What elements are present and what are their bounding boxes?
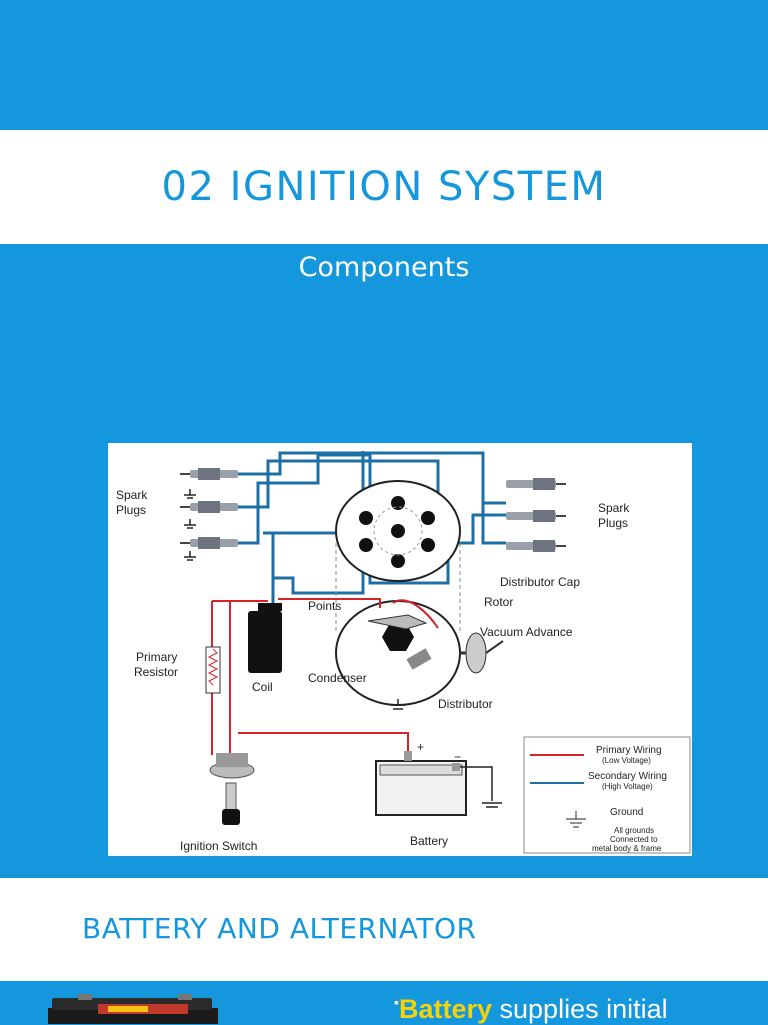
label-spark-plugs-left-2: Plugs: [116, 503, 146, 517]
label-rotor: Rotor: [484, 595, 513, 609]
label-primary-resistor-1: Primary: [136, 650, 177, 664]
title-band: 02 IGNITION SYSTEM: [0, 130, 768, 244]
distributor-cap: [335, 480, 461, 582]
legend-ground-note-1: All grounds: [614, 826, 654, 835]
label-distributor-cap: Distributor Cap: [500, 575, 580, 589]
spark-plug-left-1: [180, 468, 238, 480]
spark-plug-right-1: [506, 478, 566, 490]
label-ignition-switch: Ignition Switch: [180, 839, 257, 853]
label-minus: −: [454, 750, 461, 764]
label-battery: Battery: [410, 834, 448, 848]
spark-plug-left-3: [180, 537, 238, 549]
spark-plug-right-2: [506, 510, 566, 522]
label-spark-plugs-right-2: Plugs: [598, 516, 628, 530]
coil: [248, 603, 282, 673]
label-spark-plugs-right-1: Spark: [598, 501, 630, 515]
label-vacuum-advance: Vacuum Advance: [480, 625, 573, 639]
label-primary-resistor-2: Resistor: [134, 665, 178, 679]
legend-ground: Ground: [610, 807, 643, 818]
label-plus: +: [417, 740, 424, 754]
spark-plug-right-3: [506, 540, 566, 552]
bullet-text: ▪Battery supplies initial: [394, 994, 668, 1025]
section-title: BATTERY AND ALTERNATOR: [82, 912, 477, 945]
label-condenser: Condenser: [308, 671, 367, 685]
page-title: 02 IGNITION SYSTEM: [161, 164, 607, 210]
section-band: [0, 878, 768, 981]
bullet-highlight: Battery: [398, 994, 493, 1024]
top-band: [0, 0, 768, 130]
vacuum-advance: [460, 632, 504, 674]
legend-ground-note-2: Connected to: [610, 835, 658, 844]
diagram-svg: Spark Plugs Spark Plugs Distributor Cap …: [116, 451, 691, 854]
page-subtitle: Components: [298, 252, 470, 283]
legend-secondary-wiring: Secondary Wiring: [588, 771, 667, 782]
bullet-marker: ▪: [394, 994, 399, 1010]
spark-plug-left-2: [180, 501, 238, 513]
ignition-system-diagram: Spark Plugs Spark Plugs Distributor Cap …: [108, 443, 692, 856]
ignition-switch: [209, 753, 255, 825]
bullet-body: supplies initial: [492, 994, 668, 1024]
legend: [523, 736, 691, 854]
battery-image: [48, 994, 218, 1024]
primary-resistor: [205, 646, 221, 694]
label-spark-plugs-left-1: Spark: [116, 488, 148, 502]
distributor: [335, 600, 461, 706]
ground-symbols: [184, 489, 406, 710]
legend-ground-note-3: metal body & frame: [592, 844, 662, 853]
legend-primary-sub: (Low Voltage): [602, 756, 651, 765]
label-points: Points: [308, 599, 341, 613]
label-coil: Coil: [252, 680, 273, 694]
legend-secondary-sub: (High Voltage): [602, 782, 653, 791]
label-distributor: Distributor: [438, 697, 493, 711]
battery: [375, 751, 502, 816]
legend-primary-wiring: Primary Wiring: [596, 745, 662, 756]
